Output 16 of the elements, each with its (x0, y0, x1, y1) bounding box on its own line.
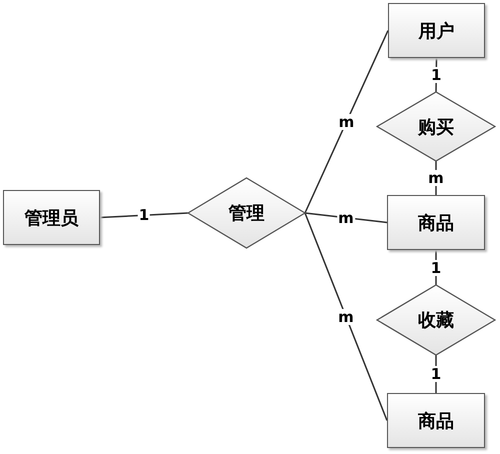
cardinality-label: 1 (430, 366, 442, 382)
entity-box: 管理员 (3, 190, 100, 245)
connector-line (100, 212, 188, 218)
relationship-diamond: 收藏 (377, 285, 495, 355)
entity-box: 商品 (387, 393, 485, 448)
cardinality-label: m (338, 114, 356, 130)
connector-line (304, 30, 389, 214)
connector-line (304, 212, 388, 421)
cardinality-label: m (337, 308, 355, 325)
cardinality-label: 1 (430, 260, 442, 276)
relationship-diamond: 管理 (188, 178, 305, 248)
entity-box: 用户 (388, 3, 485, 58)
relationship-diamond: 购买 (377, 92, 495, 161)
cardinality-label: 1 (430, 67, 442, 83)
cardinality-label: m (427, 170, 445, 186)
entity-box: 商品 (387, 195, 485, 250)
